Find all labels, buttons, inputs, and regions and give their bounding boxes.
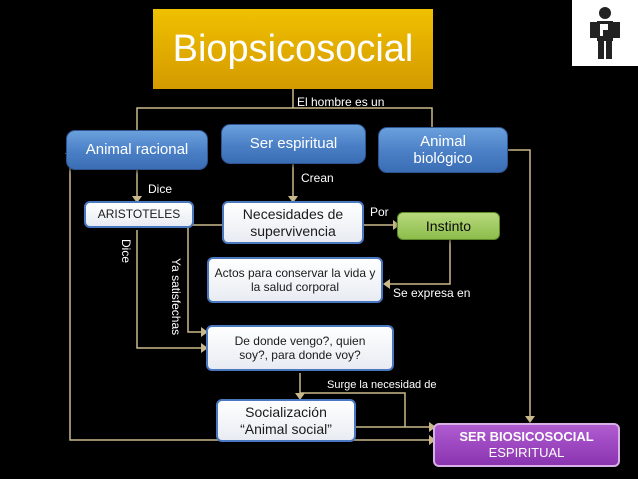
node-aristoteles: ARISTOTELES — [84, 201, 194, 228]
page-title: Biopsicosocial — [172, 27, 414, 70]
node-ser-biosicosocial: SER BIOSICOSOCIAL ESPIRITUAL — [433, 423, 620, 467]
label-dice-h: Dice — [148, 182, 173, 196]
line-ya-satisfechas — [187, 224, 223, 333]
label-dice-v: Dice — [119, 239, 133, 264]
node-instinto-text: Instinto — [425, 217, 472, 234]
title-box: Biopsicosocial — [153, 9, 433, 89]
node-animal-racional-text: Animal racional — [85, 141, 189, 159]
logo — [572, 0, 638, 66]
node-actos: Actos para conservar la vida y la salud … — [207, 257, 383, 303]
node-animal-racional: Animal racional — [66, 130, 208, 170]
arrow-ser-left — [429, 435, 436, 445]
arrow-ser-right — [525, 416, 535, 423]
label-surge: Surge la necesidad de — [327, 379, 437, 391]
node-instinto: Instinto — [397, 212, 500, 240]
node-socializacion-line1: Socialización — [245, 403, 327, 420]
node-actos-text: Actos para conservar la vida y la salud … — [214, 265, 376, 294]
label-crean: Crean — [301, 171, 334, 185]
node-socializacion-line2: “Animal social” — [240, 420, 332, 437]
arrow-actos — [383, 279, 390, 289]
line-expresa — [386, 240, 451, 285]
arrow-social — [295, 393, 305, 400]
arrow-aristoteles — [132, 196, 142, 203]
node-ser-biosicosocial-line1: SER BIOSICOSOCIAL — [459, 428, 594, 444]
node-animal-biologico-text: Animal biológico — [413, 132, 473, 167]
arrow-instinto — [393, 220, 400, 230]
line-bio-right — [508, 149, 531, 420]
node-preguntas-text: De donde vengo?, quien soy?, para donde … — [234, 333, 366, 362]
line-dice-v — [136, 230, 205, 349]
label-expresa: Se expresa en — [393, 286, 471, 300]
node-ser-espiritual: Ser espiritual — [221, 124, 366, 164]
node-preguntas: De donde vengo?, quien soy?, para donde … — [206, 325, 394, 371]
arrow-ser-mid — [429, 422, 436, 432]
node-ser-biosicosocial-line2: ESPIRITUAL — [488, 445, 565, 460]
arrow-necesidades — [288, 196, 298, 203]
person-logo-icon — [577, 4, 633, 62]
label-por: Por — [370, 205, 389, 219]
node-socializacion: Socialización “Animal social” — [216, 399, 356, 442]
node-aristoteles-text: ARISTOTELES — [97, 207, 181, 222]
node-necesidades-text: Necesidades de supervivencia — [242, 205, 344, 239]
line-surge-bracket — [300, 392, 406, 427]
label-ya-satisfechas: Ya satisfechas — [169, 258, 183, 336]
node-ser-espiritual-text: Ser espiritual — [249, 135, 338, 153]
node-necesidades: Necesidades de supervivencia — [222, 201, 364, 244]
arrow-preguntas-b — [201, 343, 208, 353]
label-hombre: El hombre es un — [297, 95, 385, 109]
bracket-hombre — [136, 107, 433, 130]
node-animal-biologico: Animal biológico — [378, 127, 508, 173]
arrow-preguntas-a — [201, 327, 208, 337]
